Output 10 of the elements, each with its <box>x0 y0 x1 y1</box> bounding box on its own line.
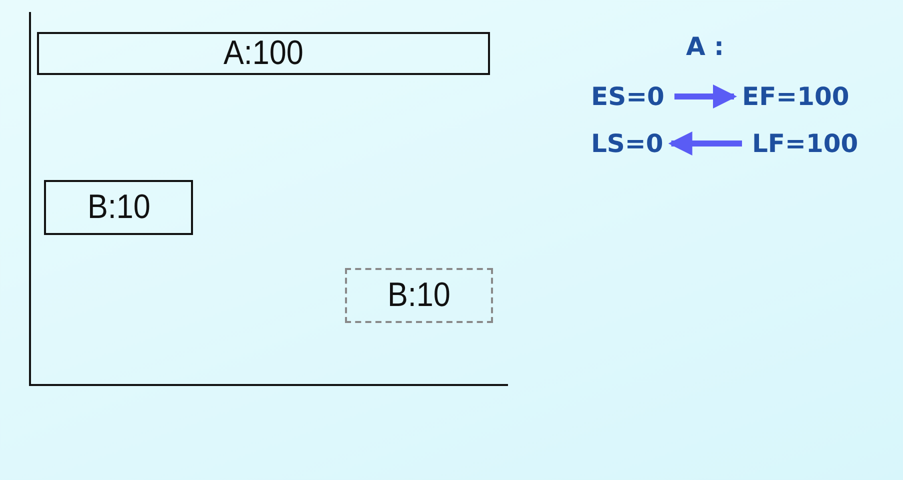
task-bar: A:100 <box>37 32 490 75</box>
late-start-text: LS=0 <box>591 131 664 156</box>
arrow <box>674 84 737 108</box>
activity-heading: A : <box>686 34 724 59</box>
early-start-text: ES=0 <box>591 84 664 109</box>
early-finish-text: EF=100 <box>742 84 850 109</box>
task-bar: B:10 <box>44 180 193 235</box>
arrow <box>668 132 742 156</box>
shifted-task-bar: B:10 <box>345 268 493 323</box>
late-finish-text: LF=100 <box>752 131 858 156</box>
